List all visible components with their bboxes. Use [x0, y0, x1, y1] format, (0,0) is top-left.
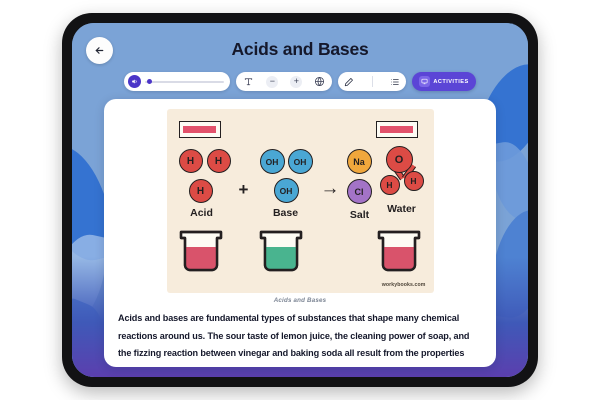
audio-player-control[interactable] — [124, 72, 231, 91]
back-button[interactable] — [86, 37, 113, 64]
watermark: workybooks.com — [381, 282, 426, 288]
list-glyph — [391, 78, 400, 85]
text-format-icon[interactable] — [243, 76, 254, 87]
atom-hydroxide: OH — [273, 178, 299, 203]
slider-track — [145, 80, 225, 83]
figure-caption: Acids and Bases — [273, 297, 327, 304]
list-menu-icon[interactable] — [390, 77, 400, 87]
base-beaker — [259, 230, 302, 272]
text-format-glyph — [245, 78, 253, 86]
atom-oxygen: O — [385, 146, 413, 173]
globe-glyph — [315, 76, 325, 87]
atom-hydrogen: H — [379, 175, 400, 195]
activities-label: ACTIVITIES — [433, 78, 469, 85]
monitor-glyph — [421, 78, 428, 85]
atom-sodium: Na — [346, 149, 372, 174]
speaker-glyph — [132, 79, 137, 84]
chemistry-diagram: H H H Acid + OH OH OH Base → Na Cl — [166, 109, 434, 293]
arrow-left-icon — [95, 47, 104, 54]
decrease-text-size-button[interactable]: − — [266, 75, 279, 88]
atom-hydrogen: H — [403, 171, 424, 191]
pen-edit-icon[interactable] — [344, 77, 354, 87]
annotation-tools-group — [338, 72, 407, 91]
pen-glyph — [345, 77, 354, 86]
activities-button[interactable]: ACTIVITIES — [412, 72, 476, 91]
atom-hydroxide: OH — [287, 149, 313, 174]
water-ph-fill — [380, 125, 413, 134]
page-title: Acids and Bases — [231, 39, 369, 59]
tablet-frame: Acids and Bases — [62, 13, 538, 387]
atom-hydroxide: OH — [259, 149, 285, 174]
base-label: Base — [272, 207, 299, 219]
atom-hydrogen: H — [206, 149, 231, 173]
water-label: Water — [387, 203, 416, 215]
text-size-control-group: − + — [236, 72, 333, 91]
toolbar-divider — [371, 76, 373, 87]
water-ph-indicator — [375, 121, 418, 138]
toolbar: − + — [72, 72, 528, 91]
salt-label: Salt — [349, 209, 370, 221]
audio-progress-slider[interactable] — [145, 75, 226, 88]
acid-ph-fill — [183, 125, 216, 134]
acid-ph-indicator — [178, 121, 221, 138]
acid-beaker — [179, 230, 222, 272]
plus-operator: + — [238, 180, 249, 199]
water-beaker — [377, 230, 420, 272]
lesson-content-card: H H H Acid + OH OH OH Base → Na Cl — [104, 99, 496, 367]
increase-text-size-button[interactable]: + — [290, 75, 303, 88]
atom-hydrogen: H — [178, 149, 203, 173]
atom-chlorine: Cl — [346, 179, 372, 204]
atom-hydrogen: H — [188, 179, 213, 203]
acid-label: Acid — [190, 207, 213, 219]
arrow-operator: → — [320, 178, 340, 199]
tablet-screen: Acids and Bases — [72, 23, 528, 377]
speaker-icon[interactable] — [128, 75, 142, 88]
monitor-screen-icon — [419, 76, 431, 87]
lesson-body-text: Acids and bases are fundamental types of… — [118, 313, 470, 359]
slider-handle[interactable] — [147, 79, 153, 84]
globe-language-icon[interactable] — [314, 76, 325, 87]
